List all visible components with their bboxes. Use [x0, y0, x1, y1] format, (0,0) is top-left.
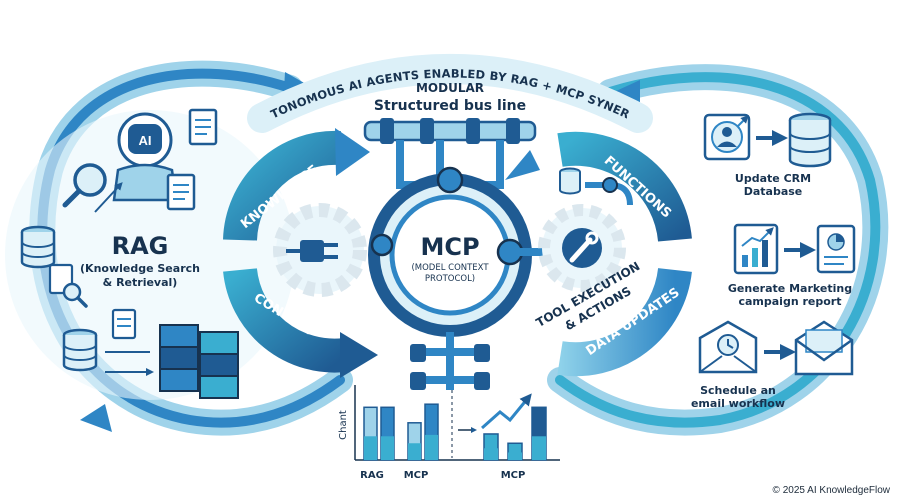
chart-bar-segment — [532, 436, 546, 460]
mcp-title: MCP — [420, 233, 479, 261]
growth-chart-icon — [733, 223, 779, 275]
workflow-label-line1: Generate Marketing — [728, 282, 852, 295]
user-profile-icon — [703, 113, 751, 161]
bus-connector — [420, 118, 434, 144]
ai-robot-icon: AI — [112, 112, 178, 202]
document-icon — [188, 108, 218, 146]
bus-connector — [466, 118, 480, 144]
rag-title: RAG — [112, 232, 169, 260]
document-search-icon — [48, 263, 88, 308]
chart-group-label: MCP — [501, 470, 526, 481]
workflow-email-schedule: Schedule an email workflow — [691, 320, 854, 410]
chart-group-label: MCP — [404, 470, 429, 481]
bus-connector — [474, 344, 490, 362]
plug-icon — [286, 240, 338, 262]
envelope-icon — [794, 320, 854, 376]
workflow-label-line2: campaign report — [738, 295, 841, 308]
loop-arrowhead-bottom-left — [80, 404, 112, 432]
rag-section: AI — [5, 108, 295, 400]
bus-connector — [506, 118, 520, 144]
bus-connector — [380, 118, 394, 144]
chart-y-label: Chant — [338, 410, 349, 440]
rag-subtitle-line2: & Retrieval) — [103, 276, 178, 289]
chart-bar-segment — [484, 448, 498, 460]
trend-arrow — [481, 393, 532, 430]
clock-envelope-icon — [698, 320, 758, 374]
database-icon — [788, 112, 832, 168]
chart-bar-segment — [408, 443, 421, 460]
knowledge-context-ring: KNOWLEDGE CONTEXT — [223, 128, 378, 378]
ai-badge: AI — [139, 133, 152, 148]
magnifier-icon — [62, 163, 107, 208]
copyright-text: © 2025 AI KnowledgeFlow — [772, 485, 890, 496]
rag-subtitle-line1: (Knowledge Search — [80, 262, 200, 275]
chart-bar-segment — [364, 436, 377, 460]
workflow-label-line1: Schedule an — [700, 384, 776, 397]
bus-bar — [363, 120, 537, 142]
chart-bar-segment — [425, 434, 438, 460]
wrench-icon — [562, 228, 602, 268]
bus-connector — [410, 372, 426, 390]
chart-group-label: RAG — [360, 470, 384, 481]
bus-connector — [474, 372, 490, 390]
knowledge-arrowhead — [335, 128, 370, 176]
workflow-marketing-report: Generate Marketing campaign report — [728, 223, 856, 308]
functions-arrowhead — [505, 150, 540, 180]
workflow-label-line1: Update CRM — [735, 172, 811, 185]
workflow-label-line2: email workflow — [691, 397, 785, 410]
bus-line-title: Structured bus line — [374, 98, 526, 114]
bus-connector — [410, 344, 426, 362]
mcp-subtitle-line1: (MODEL CONTEXT — [411, 263, 489, 273]
database-icon — [559, 167, 581, 195]
chart-bar-segment — [508, 452, 522, 460]
comparison-chart: Chant RAG MCP MCP — [338, 385, 560, 481]
chart-bar-segment — [381, 436, 394, 460]
modular-label: MODULAR — [416, 81, 484, 95]
mcp-subtitle-line2: PROTOCOL) — [425, 274, 475, 284]
database-icon — [20, 225, 56, 269]
mcp-hub: MCP (MODEL CONTEXT PROTOCOL) — [363, 118, 564, 390]
hub-joint — [370, 233, 394, 257]
document-icon — [111, 308, 137, 340]
context-arrowhead — [340, 332, 378, 378]
database-icon — [62, 328, 98, 372]
document-icon — [166, 173, 196, 211]
server-stack-icon — [159, 324, 239, 399]
report-document-icon — [816, 224, 856, 274]
hub-joint — [436, 166, 464, 194]
workflow-update-crm: Update CRM Database — [703, 112, 832, 198]
workflow-label-line2: Database — [744, 185, 803, 198]
